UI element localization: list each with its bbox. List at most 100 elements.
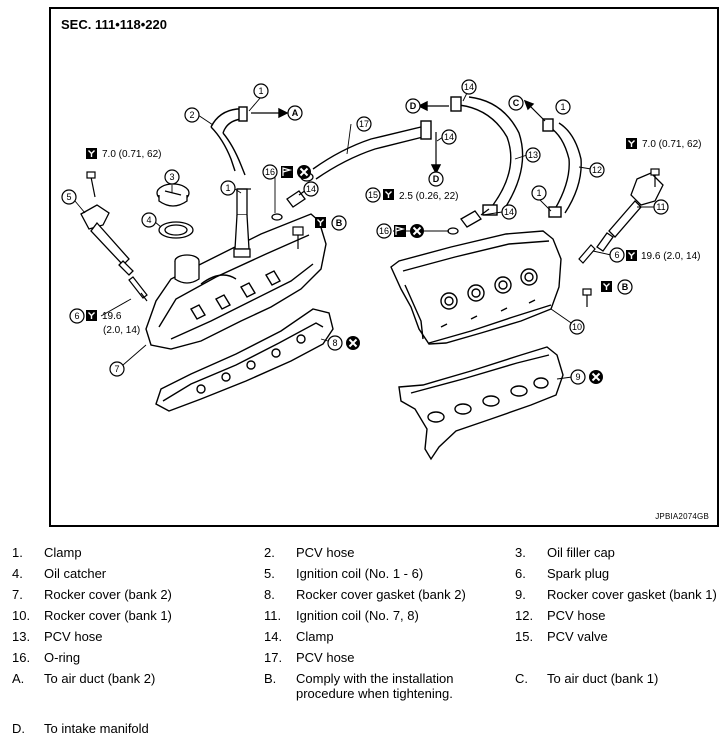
svg-text:1: 1 — [225, 183, 230, 193]
legend-text: PCV valve — [547, 629, 608, 644]
legend-text: PCV hose — [547, 608, 606, 623]
image-code: JPBIA2074GB — [655, 512, 709, 521]
legend-key: 5. — [264, 566, 275, 581]
callout-12: 12 — [589, 162, 605, 178]
pcv-hose-12 — [523, 99, 582, 218]
svg-text:13: 13 — [528, 150, 538, 160]
exploded-diagram: SEC. 111•118•220 JPBIA2074GB — [49, 7, 719, 527]
torque-spark-left-1: 19.6 — [102, 311, 122, 322]
legend-key: 13. — [12, 629, 31, 644]
callout-1d: 1 — [531, 185, 547, 201]
legend-key: 17. — [264, 650, 283, 665]
callout-Bb: B — [617, 279, 633, 295]
legend-row: 7.Rocker cover (bank 2)8.Rocker cover ga… — [0, 587, 725, 607]
legend-key: 4. — [12, 566, 23, 581]
legend-row: 10.Rocker cover (bank 1)11.Ignition coil… — [0, 608, 725, 628]
svg-text:9: 9 — [575, 372, 580, 382]
svg-text:D: D — [410, 101, 417, 111]
legend-key: 16. — [12, 650, 31, 665]
torque-spark-left-2: (2.0, 14) — [103, 325, 140, 336]
legend-key: 10. — [12, 608, 31, 623]
legend-key: 3. — [515, 545, 526, 560]
svg-text:C: C — [513, 98, 520, 108]
callouts: 1 2 A 3 4 5 1 16 14 17 14 D D 14 1 C 13 … — [61, 79, 701, 385]
callout-8: 8 — [327, 335, 343, 351]
callout-11: 11 — [653, 199, 669, 215]
torque-pcv: 2.5 (0.26, 22) — [399, 191, 458, 202]
pcv-hose-2 — [210, 106, 289, 176]
legend-key: 2. — [264, 545, 275, 560]
callout-Db: D — [405, 98, 421, 114]
legend-text: Ignition coil (No. 1 - 6) — [296, 566, 424, 581]
legend-text: Comply with the installation procedure w… — [296, 671, 454, 701]
legend-key: C. — [515, 671, 528, 686]
bolt-right-top — [650, 168, 660, 187]
callout-13: 13 — [525, 147, 541, 163]
svg-text:10: 10 — [572, 322, 582, 332]
legend-key: 8. — [264, 587, 275, 602]
svg-text:B: B — [336, 218, 343, 228]
callout-1c: 1 — [555, 99, 571, 115]
svg-text:6: 6 — [74, 311, 79, 321]
legend-key: 12. — [515, 608, 534, 623]
legend-text: Clamp — [296, 629, 334, 644]
legend-text: PCV hose — [296, 545, 355, 560]
legend-text: To air duct (bank 2) — [44, 671, 156, 686]
svg-text:7: 7 — [114, 364, 119, 374]
legend-key: 11. — [264, 608, 282, 623]
svg-text:1: 1 — [258, 86, 263, 96]
svg-text:B: B — [622, 282, 629, 292]
rocker-cover-bank1 — [390, 230, 562, 345]
legend-text: Oil filler cap — [547, 545, 615, 560]
callout-1a: 1 — [253, 83, 269, 99]
svg-text:15: 15 — [368, 190, 378, 200]
svg-text:12: 12 — [592, 165, 602, 175]
callout-Da: D — [428, 171, 444, 187]
pcv-valve-right — [447, 208, 490, 235]
pcv-outlet — [233, 188, 251, 258]
svg-text:5: 5 — [66, 192, 71, 202]
oil-catcher — [158, 221, 194, 239]
callout-1b: 1 — [220, 180, 236, 196]
svg-text:16: 16 — [379, 226, 389, 236]
callout-16a: 16 — [262, 164, 278, 180]
callout-15: 15 — [365, 187, 381, 203]
callout-14a: 14 — [303, 181, 319, 197]
svg-text:14: 14 — [444, 132, 454, 142]
callout-7: 7 — [109, 361, 125, 377]
torque-spark-right: 19.6 (2.0, 14) — [641, 251, 700, 262]
svg-text:2: 2 — [189, 110, 194, 120]
callout-3: 3 — [164, 169, 180, 185]
legend-text: To intake manifold — [44, 721, 149, 736]
diagram-drawing: 1 2 A 3 4 5 1 16 14 17 14 D D 14 1 C 13 … — [61, 79, 701, 461]
torque-right-top: 7.0 (0.71, 62) — [642, 139, 701, 150]
svg-text:14: 14 — [464, 82, 474, 92]
spark-plug-right — [578, 244, 596, 264]
legend-key: D. — [12, 721, 25, 736]
legend-row: D. To intake manifold — [0, 721, 725, 741]
callout-C: C — [508, 95, 524, 111]
svg-text:A: A — [292, 108, 299, 118]
legend-text: Rocker cover gasket (bank 1) — [547, 587, 717, 602]
svg-text:D: D — [433, 174, 440, 184]
pcv-hose-13 — [417, 96, 524, 216]
legend-key: 14. — [264, 629, 283, 644]
legend-row: A.To air duct (bank 2)B.Comply with the … — [0, 671, 725, 701]
svg-text:6: 6 — [614, 250, 619, 260]
callout-16b: 16 — [376, 223, 392, 239]
callout-Ba: B — [331, 215, 347, 231]
svg-text:3: 3 — [169, 172, 174, 182]
svg-text:4: 4 — [146, 215, 151, 225]
pcv-hose-17 — [312, 120, 442, 180]
oil-filler-neck — [174, 254, 200, 284]
callout-14d: 14 — [501, 204, 517, 220]
callout-A: A — [287, 105, 303, 121]
callout-17: 17 — [356, 116, 372, 132]
ignition-coil-right — [596, 172, 664, 252]
callout-6a: 6 — [69, 308, 85, 324]
gasket-bank2 — [155, 308, 334, 412]
